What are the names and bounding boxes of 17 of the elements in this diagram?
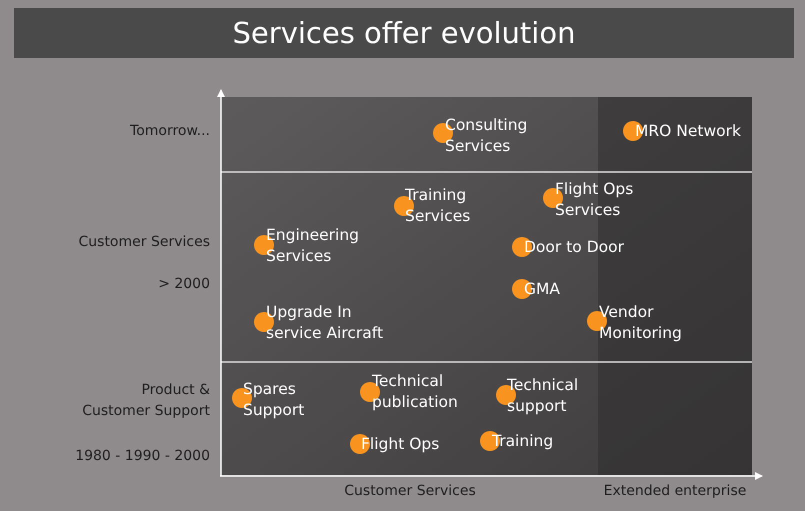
- column-label: Extended enterprise: [602, 482, 748, 501]
- service-label: Training Services: [405, 185, 495, 227]
- service-label: Technical publication: [372, 371, 472, 413]
- service-label: Technical support: [507, 375, 597, 417]
- service-label: Vendor Monitoring: [599, 302, 699, 344]
- service-label: Spares Support: [243, 379, 323, 421]
- row-label: Customer Services: [78, 233, 210, 252]
- row-label: 1980 - 1990 - 2000: [74, 447, 210, 466]
- row-label: Tomorrow...: [129, 122, 210, 141]
- row-label: > 2000: [157, 275, 210, 294]
- title-bar: Services offer evolution: [14, 8, 794, 58]
- service-label: Flight Ops Services: [555, 179, 655, 221]
- column-label: Customer Services: [343, 482, 477, 501]
- row-label: Product & Customer Support: [81, 381, 210, 421]
- service-label: Consulting Services: [445, 115, 545, 157]
- service-label: Upgrade In service Aircraft: [266, 302, 396, 344]
- service-label: Engineering Services: [266, 225, 376, 267]
